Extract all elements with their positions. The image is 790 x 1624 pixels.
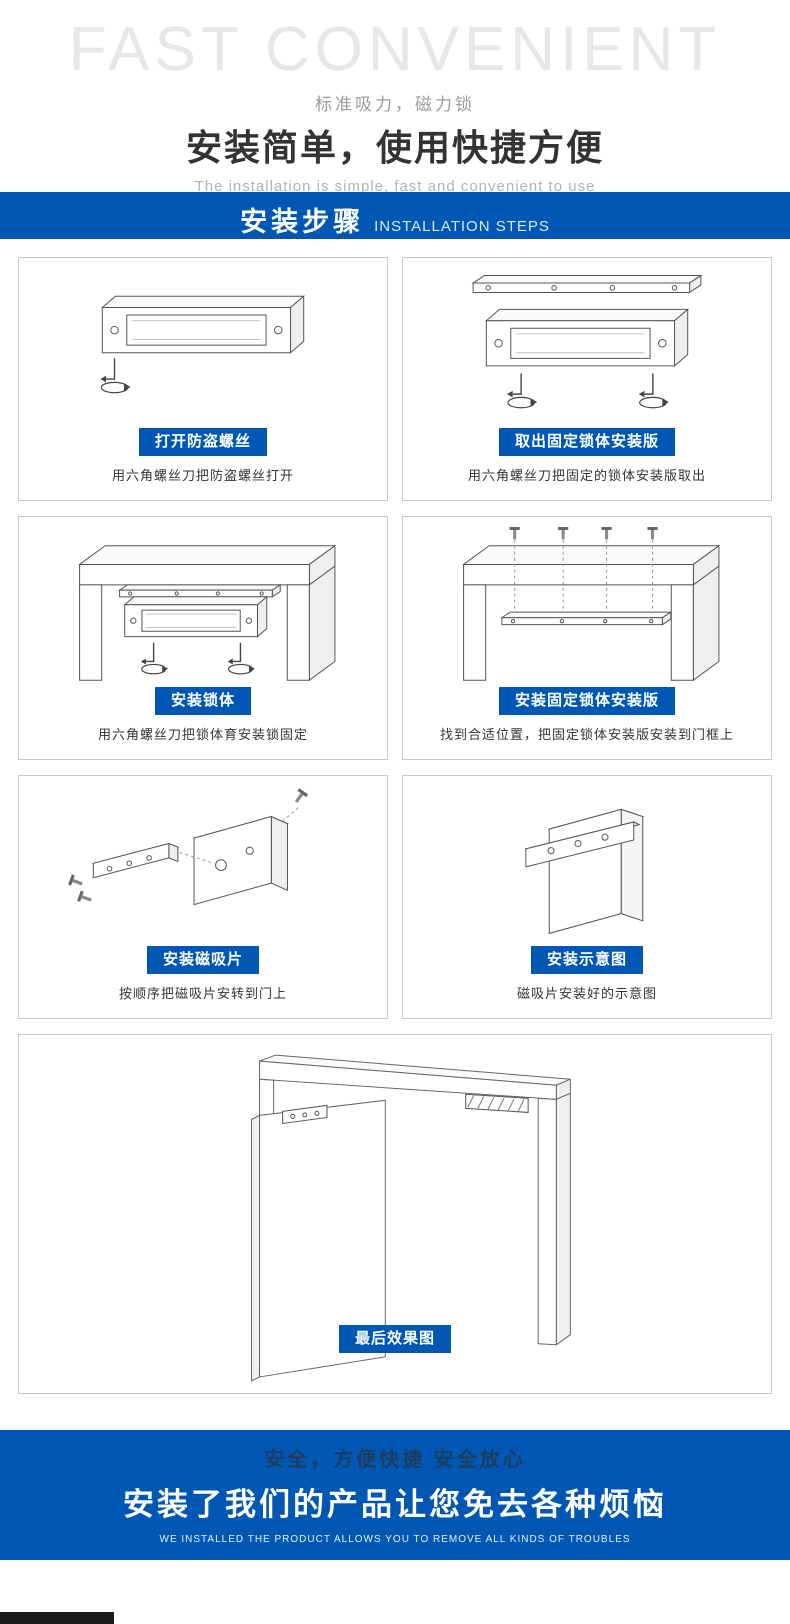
header-tagline: 标准吸力，磁力锁 — [315, 95, 475, 114]
bottom-area — [0, 1560, 790, 1624]
step6-description: 磁吸片安装好的示意图 — [516, 986, 657, 1001]
step-box-6: 安装示意图 磁吸片安装好的示意图 — [402, 775, 772, 1019]
step4-illustration-wrap — [411, 527, 763, 687]
step6-illustration-wrap — [411, 786, 763, 946]
frame-lock-illustration — [79, 545, 336, 681]
mounting-plate-illustration — [472, 275, 702, 409]
step3-label-badge: 安装锁体 — [154, 687, 251, 715]
step4-label-badge: 安装固定锁体安装版 — [498, 687, 675, 715]
step-box-5: 安装磁吸片 按顺序把磁吸片安转到门上 — [18, 775, 388, 1019]
footer-headline: 安装了我们的产品让您免去各种烦恼 — [123, 1487, 667, 1522]
next-section-stub — [0, 1612, 114, 1624]
footer-subline-en: WE INSTALLED THE PRODUCT ALLOWS YOU TO R… — [159, 1534, 631, 1545]
step-box-4: 安装固定锁体安装版 找到合适位置，把固定锁体安装版安装到门框上 — [402, 516, 772, 760]
final-illustration-wrap — [27, 1043, 763, 1385]
section-banner: 安装步骤 INSTALLATION STEPS — [0, 192, 790, 239]
exploded-armature-illustration — [68, 788, 309, 946]
page-title: 安装简单，使用快捷方便 — [185, 127, 604, 168]
section-title-cn: 安装步骤 — [240, 207, 365, 237]
step1-description: 用六角螺丝刀把防盗螺丝打开 — [111, 468, 294, 483]
watermark-text: FAST CONVENIENT — [68, 15, 722, 84]
installed-schematic-illustration — [411, 786, 763, 946]
open-door-illustration — [164, 1043, 627, 1385]
step3-illustration-wrap — [27, 527, 379, 687]
step-box-2: 取出固定锁体安装版 用六角螺丝刀把固定的锁体安装版取出 — [402, 257, 772, 501]
footer-tagline: 安全，方便快捷 安全放心 — [264, 1449, 526, 1471]
step2-description: 用六角螺丝刀把固定的锁体安装版取出 — [467, 468, 706, 483]
final-label-badge: 最后效果图 — [338, 1325, 452, 1353]
step1-illustration-wrap — [27, 268, 379, 428]
step3-description: 用六角螺丝刀把锁体育安装锁固定 — [97, 727, 308, 742]
step2-illustration-wrap — [411, 268, 763, 428]
steps-grid: 打开防盗螺丝 用六角螺丝刀把防盗螺丝打开 取出固定锁体安装版 用六角螺丝刀把固定… — [0, 239, 790, 1412]
section-title-en: INSTALLATION STEPS — [374, 218, 550, 235]
step5-illustration-wrap — [27, 786, 379, 946]
step4-description: 找到合适位置，把固定锁体安装版安装到门框上 — [439, 727, 734, 742]
frame-plate-illustration — [463, 527, 720, 681]
step-box-1: 打开防盗螺丝 用六角螺丝刀把防盗螺丝打开 — [18, 257, 388, 501]
final-result-box: 最后效果图 — [18, 1034, 772, 1394]
step2-label-badge: 取出固定锁体安装版 — [498, 428, 675, 456]
step-box-3: 安装锁体 用六角螺丝刀把锁体育安装锁固定 — [18, 516, 388, 760]
step1-label-badge: 打开防盗螺丝 — [138, 428, 267, 456]
step5-description: 按顺序把磁吸片安转到门上 — [118, 986, 287, 1001]
maglock-body-illustration — [99, 295, 305, 394]
footer-banner: 安全，方便快捷 安全放心 安装了我们的产品让您免去各种烦恼 WE INSTALL… — [0, 1430, 790, 1560]
header-subtitle-en: The installation is simple, fast and con… — [194, 178, 596, 192]
header: FAST CONVENIENT 标准吸力，磁力锁 安装简单，使用快捷方便 The… — [0, 0, 790, 192]
step5-label-badge: 安装磁吸片 — [146, 946, 259, 974]
step6-label-badge: 安装示意图 — [530, 946, 643, 974]
